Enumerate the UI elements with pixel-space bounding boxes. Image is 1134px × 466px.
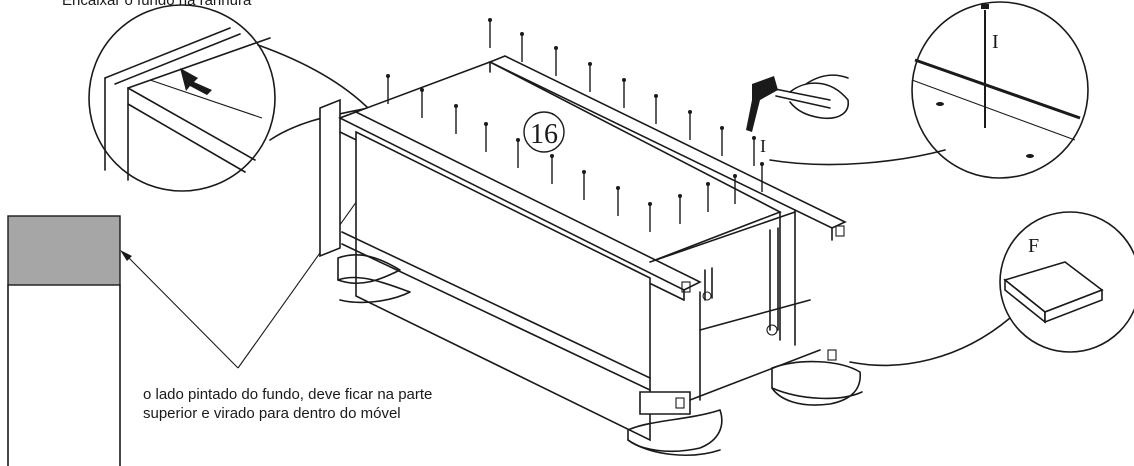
nail-detail-circle: I: [769, 1, 1089, 179]
hammer-icon: [746, 74, 849, 132]
nail-icon: [387, 20, 763, 232]
nails: [386, 18, 764, 232]
painted-side-note: o lado pintado do fundo, deve ficar na p…: [143, 385, 563, 423]
foot-pad-icon: [1003, 261, 1104, 324]
groove-instruction: Encaixar o fundo na ranhura: [62, 0, 252, 9]
painted-side-note-line2: superior e virado para dentro do móvel: [143, 405, 401, 422]
nail-part-label: I: [760, 136, 766, 156]
painted-side-swatch: [7, 215, 121, 286]
note-pointer-lines: [120, 159, 386, 369]
groove-detail-circle: [88, 4, 371, 192]
foot-detail-circle: F: [849, 211, 1134, 367]
foot-part-label: F: [1028, 235, 1039, 257]
cabinet-body: [319, 55, 847, 442]
foot-pads: [337, 254, 863, 456]
painted-side-note-line1: o lado pintado do fundo, deve ficar na p…: [143, 386, 433, 403]
nail-part-detail-label: I: [992, 31, 999, 53]
painted-side-legend: [7, 215, 121, 466]
step-number: 16: [530, 119, 558, 150]
insert-arrow-icon: [180, 68, 212, 95]
step-number-badge: 16: [523, 111, 565, 153]
